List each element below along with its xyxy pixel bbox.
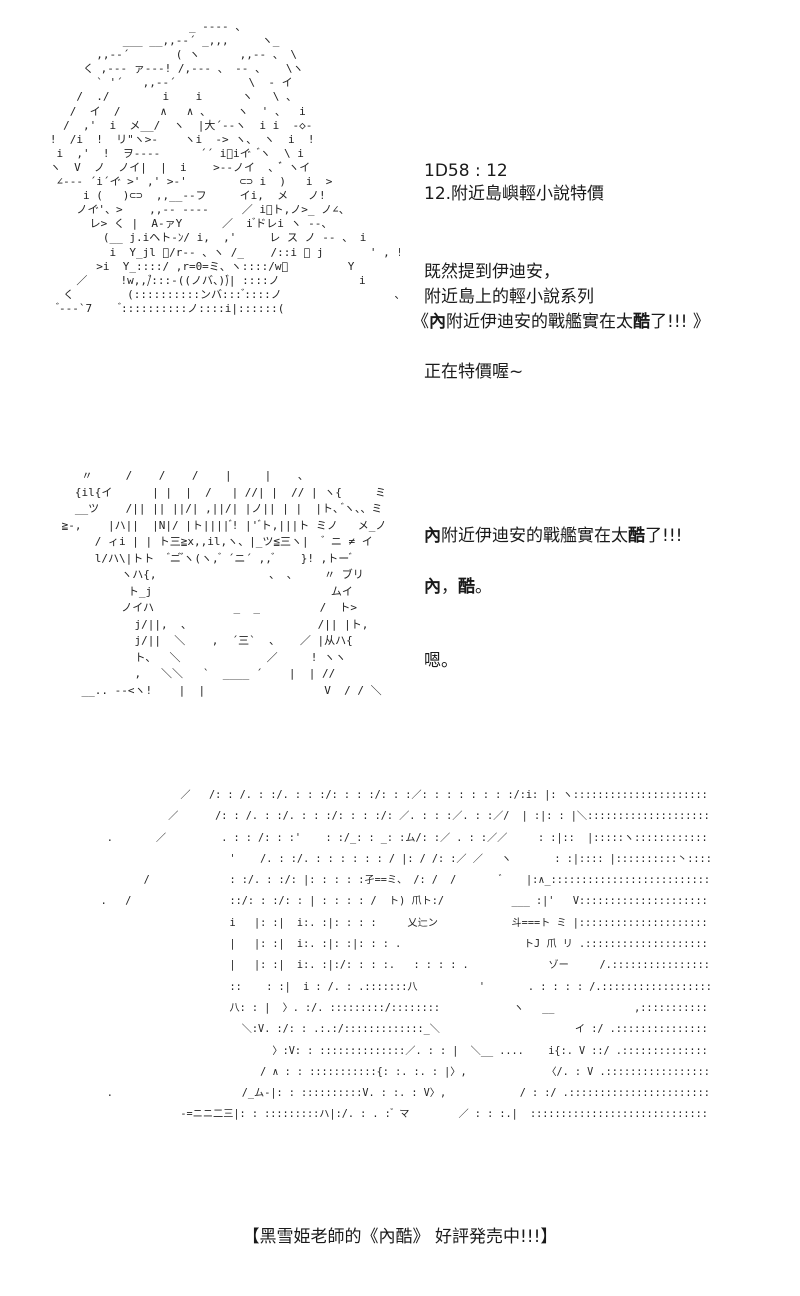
dialogue-full-title: 內附近伊迪安的戰艦實在太酷了!!!: [424, 525, 682, 547]
quote-bold-2: 酷: [628, 526, 645, 546]
ascii-art-figure: ／ /: : /. : :/. : : :/: : : :/: : :／: : …: [100, 790, 710, 1121]
ascii-art-girl-face: _ -‐-- 、 ___ __,,-‐´ _,,, ヽ_ ,,-‐´ ( ヽ ,…: [49, 20, 400, 315]
abbr-sep: ，: [441, 577, 458, 597]
abbr-end: 。: [475, 577, 492, 597]
quote-end: 了!!!: [645, 526, 683, 546]
dialogue-abbreviation: 內，酷。: [424, 576, 492, 598]
series-open: 《: [412, 312, 429, 332]
series-bold-2: 酷: [633, 312, 650, 332]
quote-bold-1: 內: [424, 526, 441, 546]
dialogue-reply: 嗯。: [424, 651, 458, 671]
abbr-bold-2: 酷: [458, 577, 475, 597]
bottom-caption: 【黑雪姫老師的《內酷》 好評発売中!!!】: [242, 1227, 558, 1247]
series-bold-1: 內: [429, 312, 446, 332]
ascii-art-boy-face: 〃 / / / | | 、 ヽ {il{イ | | | / | //| | //…: [61, 469, 385, 697]
narration-line-4: 正在特價喔~: [424, 362, 524, 382]
dice-roll-result: 1D58 : 12: [424, 161, 508, 181]
narration-line-1: 既然提到伊迪安，: [424, 262, 560, 282]
quote-mid: 附近伊迪安的戰艦實在太: [441, 526, 628, 546]
series-mid: 附近伊迪安的戰艦實在太: [446, 312, 633, 332]
narration-line-2: 附近島上的輕小說系列: [424, 287, 594, 307]
series-end: 了!!! 》: [650, 312, 710, 332]
series-title-line: 《內附近伊迪安的戰艦實在太酷了!!! 》: [412, 311, 710, 333]
section-title: 12.附近島嶼輕小說特價: [424, 184, 605, 204]
abbr-bold-1: 內: [424, 577, 441, 597]
